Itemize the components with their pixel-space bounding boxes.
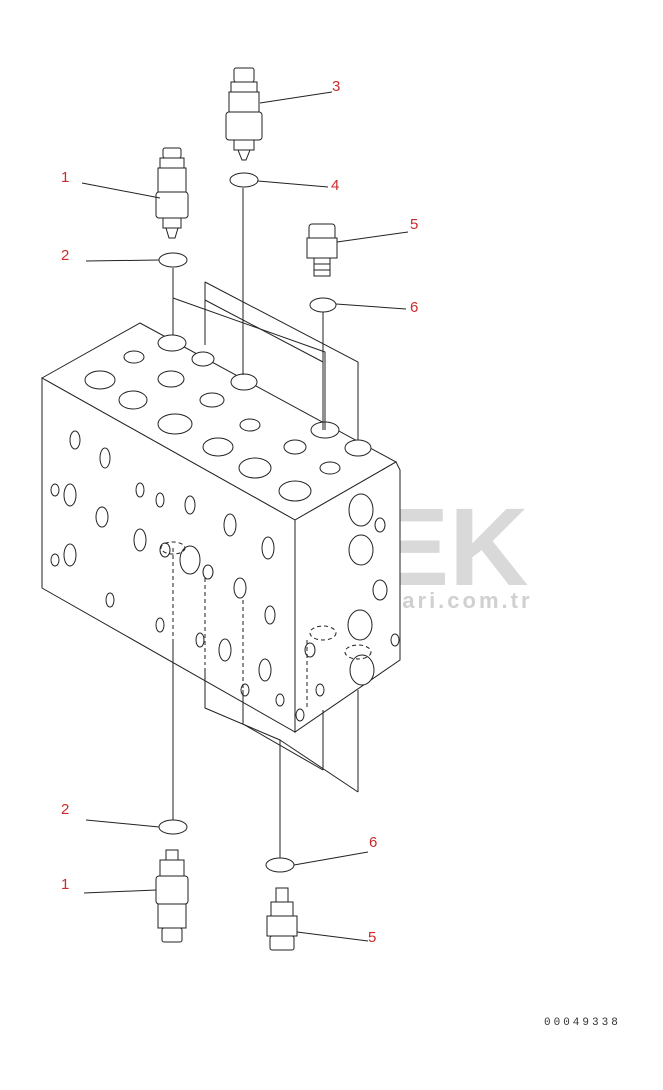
o-ring-part-2-top	[158, 252, 188, 268]
callout-2-bottom: 2	[61, 801, 69, 818]
o-ring-part-2-bottom	[158, 819, 188, 835]
callout-6-bottom: 6	[369, 834, 377, 851]
callout-5-top: 5	[410, 216, 418, 233]
control-valve-block	[40, 322, 401, 733]
plug-part-5-bottom	[266, 887, 298, 951]
leader-lines	[81, 91, 409, 942]
callout-1-top: 1	[61, 169, 69, 186]
callout-4: 4	[331, 177, 339, 194]
document-number: 00049338	[544, 1017, 621, 1029]
callout-5-bottom: 5	[368, 929, 376, 946]
o-ring-part-6-top	[309, 297, 337, 313]
valve-part-1-top	[155, 147, 189, 239]
o-ring-part-6-bottom	[265, 857, 295, 873]
callout-2-top: 2	[61, 247, 69, 264]
relief-valve-part-3	[225, 67, 263, 161]
callout-labels: 1 2 3 4 5 6 2 1 6 5	[61, 78, 418, 946]
plug-part-5-top	[306, 223, 338, 277]
o-ring-part-4	[229, 172, 259, 188]
assembly-guide-lines	[172, 188, 359, 858]
callout-1-bottom: 1	[61, 876, 69, 893]
valve-part-1-bottom	[155, 849, 189, 943]
callout-6-top: 6	[410, 299, 418, 316]
callout-3: 3	[332, 78, 340, 95]
